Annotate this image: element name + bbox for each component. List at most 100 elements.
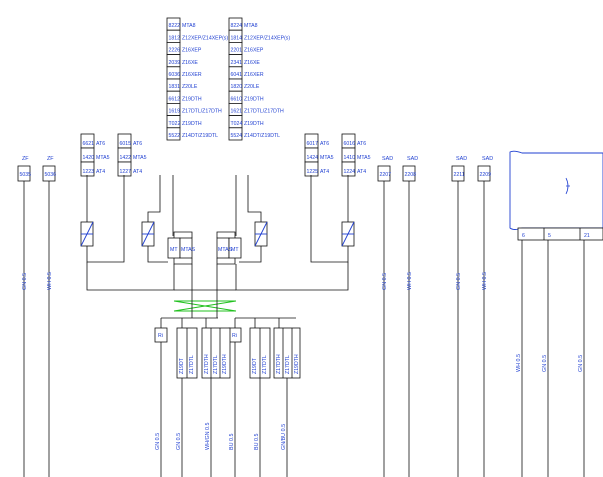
splice-mt-label: MT — [170, 247, 178, 253]
column-head-label: SAD — [482, 156, 493, 162]
component-box — [141, 221, 155, 247]
code-label: Z20LE — [244, 84, 260, 90]
code-label: AT4 — [320, 169, 329, 175]
column-wire-label: GN 0.5 — [456, 273, 462, 290]
connector-wire-label: GN 0.5 — [578, 355, 584, 372]
ri-box-label-right: Ri — [232, 333, 237, 339]
group-box-label: Z17DTH — [204, 354, 210, 374]
code-number: 2341 — [231, 60, 243, 66]
code-number: 6041 — [231, 72, 243, 78]
code-number: 8224 — [231, 23, 243, 29]
code-number: 1227 — [120, 169, 132, 175]
group-box-label: Z17DTL — [285, 355, 291, 374]
column-wire-label: WH 0.5 — [482, 272, 488, 290]
code-number: 6621 — [83, 141, 95, 147]
splice-mtas-label: MTAS — [218, 247, 233, 253]
code-label: Z19DTH — [244, 121, 264, 127]
group-box-label: Z17DTL — [189, 355, 195, 374]
group-box-label: Z17DTH — [276, 354, 282, 374]
column-head-label: SAD — [407, 156, 418, 162]
code-number: 6017 — [307, 141, 319, 147]
bottom-wire-label: BU 0.5 — [254, 434, 260, 450]
connector-pin-label: 21 — [584, 233, 590, 239]
code-number: T024 — [231, 121, 243, 127]
code-number: 1424 — [307, 155, 319, 161]
bottom-wire-label: GN 0.5 — [176, 433, 182, 450]
code-number: 1814 — [231, 35, 243, 41]
code-number: 2039 — [169, 60, 181, 66]
component-box — [254, 221, 268, 247]
column-head-label: SAD — [382, 156, 393, 162]
bottom-wire-label: GN 0.5 — [155, 433, 161, 450]
code-label: Z17DTL/Z17DTH — [244, 109, 284, 115]
code-label: MTA5 — [320, 155, 334, 161]
column-code: 5036 — [45, 172, 57, 178]
code-cell — [117, 161, 132, 177]
code-number: 1812 — [169, 35, 181, 41]
column-head-label: ZF — [47, 156, 54, 162]
code-label: Z19DTH — [244, 96, 264, 102]
group-box-label: Z19DT — [252, 357, 258, 374]
connector-wire-label: GN 0.5 — [542, 355, 548, 372]
code-label: Z16XE — [244, 60, 260, 66]
column-head-label: ZF — [22, 156, 29, 162]
code-label: Z19DTH — [182, 121, 202, 127]
code-label: MTA5 — [133, 155, 147, 161]
code-label: Z16XEP — [244, 48, 264, 54]
code-number: 1410 — [344, 155, 356, 161]
code-cell — [80, 161, 95, 177]
code-cell — [166, 127, 181, 141]
column-wire-label: GN 0.5 — [22, 273, 28, 290]
code-label: Z16XE — [182, 60, 198, 66]
code-number: 2226 — [169, 48, 181, 54]
code-number: 5524 — [231, 133, 243, 139]
ri-box-label-left: Ri — [158, 333, 163, 339]
code-number: 2201 — [231, 48, 243, 54]
code-label: Z20LE — [182, 84, 198, 90]
column-code: 2209 — [480, 172, 492, 178]
code-label: AT4 — [133, 169, 142, 175]
code-number: 1225 — [307, 169, 319, 175]
wires-bottom — [160, 342, 288, 477]
code-cell — [304, 161, 319, 177]
code-number: 1820 — [231, 84, 243, 90]
code-cell — [341, 161, 356, 177]
code-label: MTA8 — [182, 23, 196, 29]
wires-box — [86, 175, 349, 263]
code-label: AT6 — [133, 141, 142, 147]
wires-upper — [86, 175, 349, 236]
code-number: 1831 — [169, 84, 181, 90]
code-label: Z17DTL/Z17DTH — [182, 109, 222, 115]
code-number: T022 — [169, 121, 181, 127]
column-code: 2208 — [405, 172, 417, 178]
connector-symbol-icon — [565, 177, 570, 195]
code-number: 1621 — [231, 109, 243, 115]
code-number: 5522 — [169, 133, 181, 139]
component-box — [341, 221, 355, 247]
splice-block-left: MT MTAS — [167, 231, 196, 265]
twisted-pair-cross — [173, 290, 237, 318]
group-box-label: Z19DTH — [222, 354, 228, 374]
code-label: Z16XER — [182, 72, 202, 78]
code-label: Z14DT/Z19DTL — [244, 133, 280, 139]
code-number: 1422 — [120, 155, 132, 161]
column-code: 5035 — [20, 172, 32, 178]
connector-pin-label: 5 — [548, 233, 551, 239]
connector-pin-label: 6 — [522, 233, 525, 239]
column-wire-label: GN 0.5 — [382, 273, 388, 290]
bottom-wire-label: BU 0.5 — [229, 434, 235, 450]
code-number: 6610 — [231, 96, 243, 102]
group-box-label: Z17DTL — [262, 355, 268, 374]
code-number: 6015 — [120, 141, 132, 147]
code-label: Z12XEP/Z14XEP(s) — [182, 35, 228, 41]
code-label: AT4 — [96, 169, 105, 175]
code-label: Z12XEP/Z14XEP(s) — [244, 35, 290, 41]
